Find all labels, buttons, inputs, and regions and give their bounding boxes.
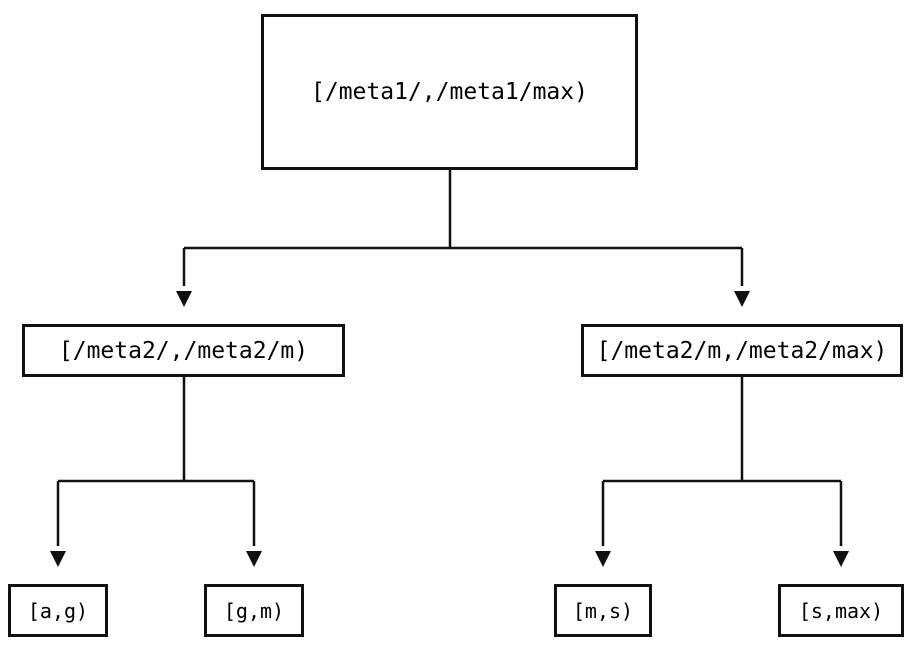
arrow-down-icon xyxy=(50,551,66,567)
tree-node-left-child: [/meta2/,/meta2/m) xyxy=(22,324,345,377)
tree-node-leaf-ms: [m,s) xyxy=(554,584,652,637)
tree-node-leaf-smax: [s,max) xyxy=(778,584,904,637)
arrow-down-icon xyxy=(246,551,262,567)
arrow-down-icon xyxy=(734,291,750,307)
tree-node-root: [/meta1/,/meta1/max) xyxy=(261,14,638,170)
tree-node-leaf-gm: [g,m) xyxy=(204,584,304,637)
tree-node-right-child: [/meta2/m,/meta2/max) xyxy=(581,324,903,377)
arrow-down-icon xyxy=(833,551,849,567)
tree-node-leaf-ag: [a,g) xyxy=(8,584,108,637)
arrow-down-icon xyxy=(595,551,611,567)
arrow-down-icon xyxy=(176,291,192,307)
